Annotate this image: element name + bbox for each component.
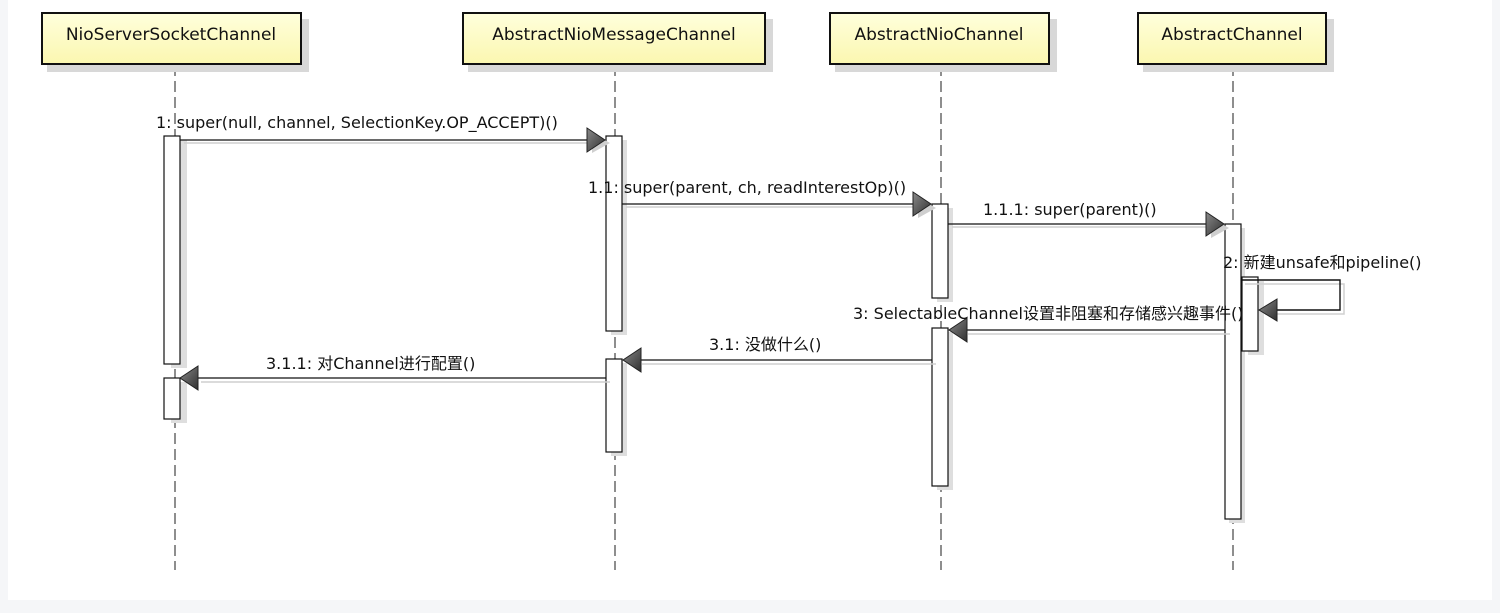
participant-name-p2: AbstractNioMessageChannel (492, 25, 736, 45)
activation-p2-a (605, 135, 623, 332)
arrowhead (1258, 298, 1278, 322)
activation-p3-a (931, 203, 949, 299)
message-label-m2: 2: 新建unsafe和pipeline() (1223, 253, 1422, 272)
activation-p3-b (931, 327, 949, 487)
message-label-m1: 1: super(null, channel, SelectionKey.OP_… (156, 113, 558, 133)
message-m1: 1: super(null, channel, SelectionKey.OP_… (156, 113, 610, 153)
arrowhead (912, 191, 932, 217)
participant-name-p3: AbstractNioChannel (855, 25, 1024, 45)
message-m311: 3.1.1: 对Channel进行配置() (179, 354, 610, 391)
participant-head-p1: NioServerSocketChannel (41, 12, 309, 72)
message-label-m311: 3.1.1: 对Channel进行配置() (266, 354, 475, 373)
diagram-canvas: NioServerSocketChannel AbstractNioMessag… (8, 0, 1492, 600)
arrowhead (948, 317, 968, 343)
participant-name-p4: AbstractChannel (1161, 25, 1302, 45)
arrowhead (622, 347, 642, 373)
arrowhead (586, 127, 606, 153)
message-m111: 1.1.1: super(parent)() (948, 200, 1229, 238)
participant-head-p3: AbstractNioChannel (829, 12, 1057, 72)
message-label-m11: 1.1: super(parent, ch, readInterestOp)() (588, 178, 906, 197)
message-m2: 2: 新建unsafe和pipeline() (1223, 253, 1422, 322)
activation-p4-b (1241, 276, 1259, 352)
activation-p2-b (605, 358, 623, 453)
participant-name-p1: NioServerSocketChannel (66, 25, 276, 45)
activation-p1-a (163, 135, 181, 365)
participant-head-p2: AbstractNioMessageChannel (462, 12, 773, 72)
message-label-m3: 3: SelectableChannel设置非阻塞和存储感兴趣事件() (853, 304, 1243, 323)
arrowhead (1205, 211, 1225, 237)
activation-bars (163, 135, 1264, 523)
message-label-m31: 3.1: 没做什么() (709, 335, 821, 354)
sequence-diagram: NioServerSocketChannel AbstractNioMessag… (41, 12, 1422, 570)
activation-p4-a (1224, 223, 1242, 520)
participant-head-p4: AbstractChannel (1137, 12, 1334, 72)
message-m31: 3.1: 没做什么() (622, 335, 936, 373)
message-label-m111: 1.1.1: super(parent)() (983, 200, 1157, 219)
message-m3: 3: SelectableChannel设置非阻塞和存储感兴趣事件() (853, 304, 1243, 343)
message-m11: 1.1: super(parent, ch, readInterestOp)() (588, 178, 936, 218)
activation-p1-b (163, 377, 181, 420)
arrowhead (179, 365, 199, 391)
